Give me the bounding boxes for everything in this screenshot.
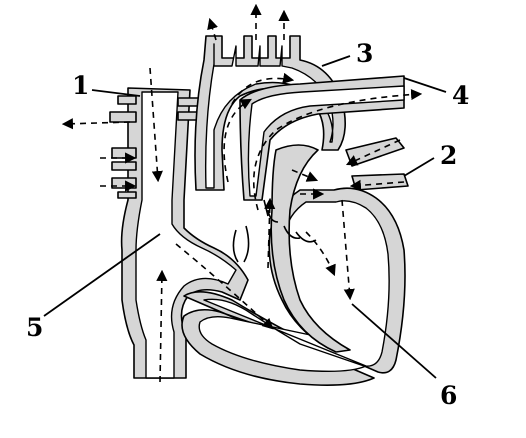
ventricles xyxy=(181,144,406,386)
leader-4 xyxy=(403,77,447,93)
leader-1 xyxy=(91,89,141,97)
leader-6 xyxy=(351,303,437,379)
pulmonary-artery xyxy=(239,75,405,201)
vena-cava-and-right-atrium xyxy=(120,87,249,379)
leader-3 xyxy=(321,55,351,67)
leader-5 xyxy=(43,233,161,317)
callout-4: 4 xyxy=(452,81,469,110)
callout-3: 3 xyxy=(356,39,373,68)
leader-lines xyxy=(43,55,447,379)
callout-1: 1 xyxy=(72,71,89,100)
callout-5: 5 xyxy=(26,313,43,342)
blood-flow-arrows xyxy=(61,3,423,383)
callout-2: 2 xyxy=(440,141,457,170)
leader-2 xyxy=(403,157,435,177)
callout-6: 6 xyxy=(440,381,457,410)
